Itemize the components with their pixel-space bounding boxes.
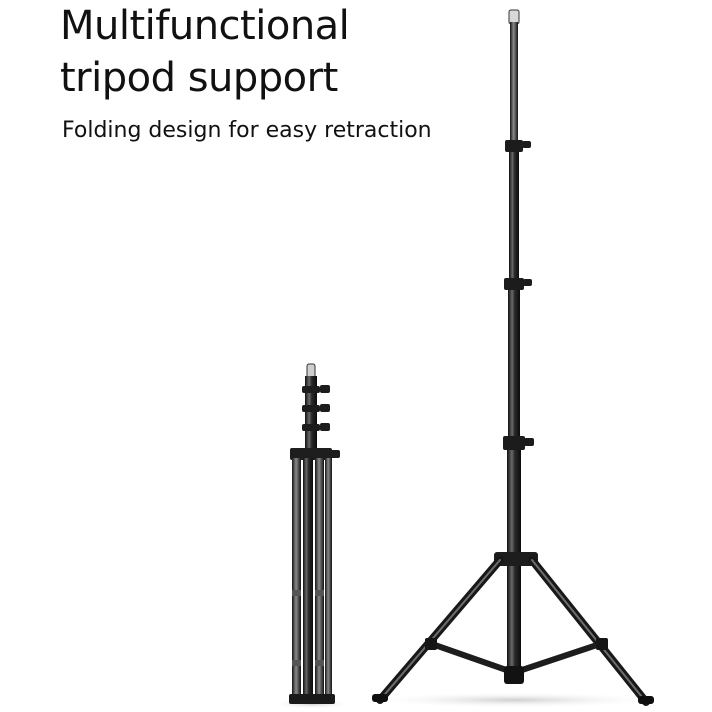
center-column-base bbox=[504, 666, 524, 684]
extended-legs bbox=[376, 556, 650, 706]
headline-line-2: tripod support bbox=[60, 55, 338, 101]
folded-legs bbox=[292, 458, 332, 698]
extended-leg-braces bbox=[425, 638, 608, 675]
folded-top-spigot bbox=[306, 363, 316, 379]
extended-tripod bbox=[364, 9, 664, 708]
extended-top-spigot bbox=[508, 9, 520, 25]
folded-tripod bbox=[272, 363, 352, 709]
extended-tripod-shadow bbox=[364, 692, 664, 708]
folded-lock-knobs bbox=[302, 385, 330, 431]
headline-line-1: Multifunctional bbox=[60, 3, 350, 49]
extended-center-column bbox=[507, 22, 521, 680]
headline: Multifunctional tripod support bbox=[60, 0, 350, 104]
folded-bottom-cap bbox=[289, 694, 335, 704]
extended-lock-knobs bbox=[503, 140, 534, 450]
folded-top-bracket bbox=[290, 448, 332, 460]
extended-feet bbox=[372, 694, 654, 704]
subheadline: Folding design for easy retraction bbox=[62, 118, 432, 143]
leg-hub bbox=[494, 552, 538, 566]
folded-upper-column bbox=[305, 376, 317, 450]
